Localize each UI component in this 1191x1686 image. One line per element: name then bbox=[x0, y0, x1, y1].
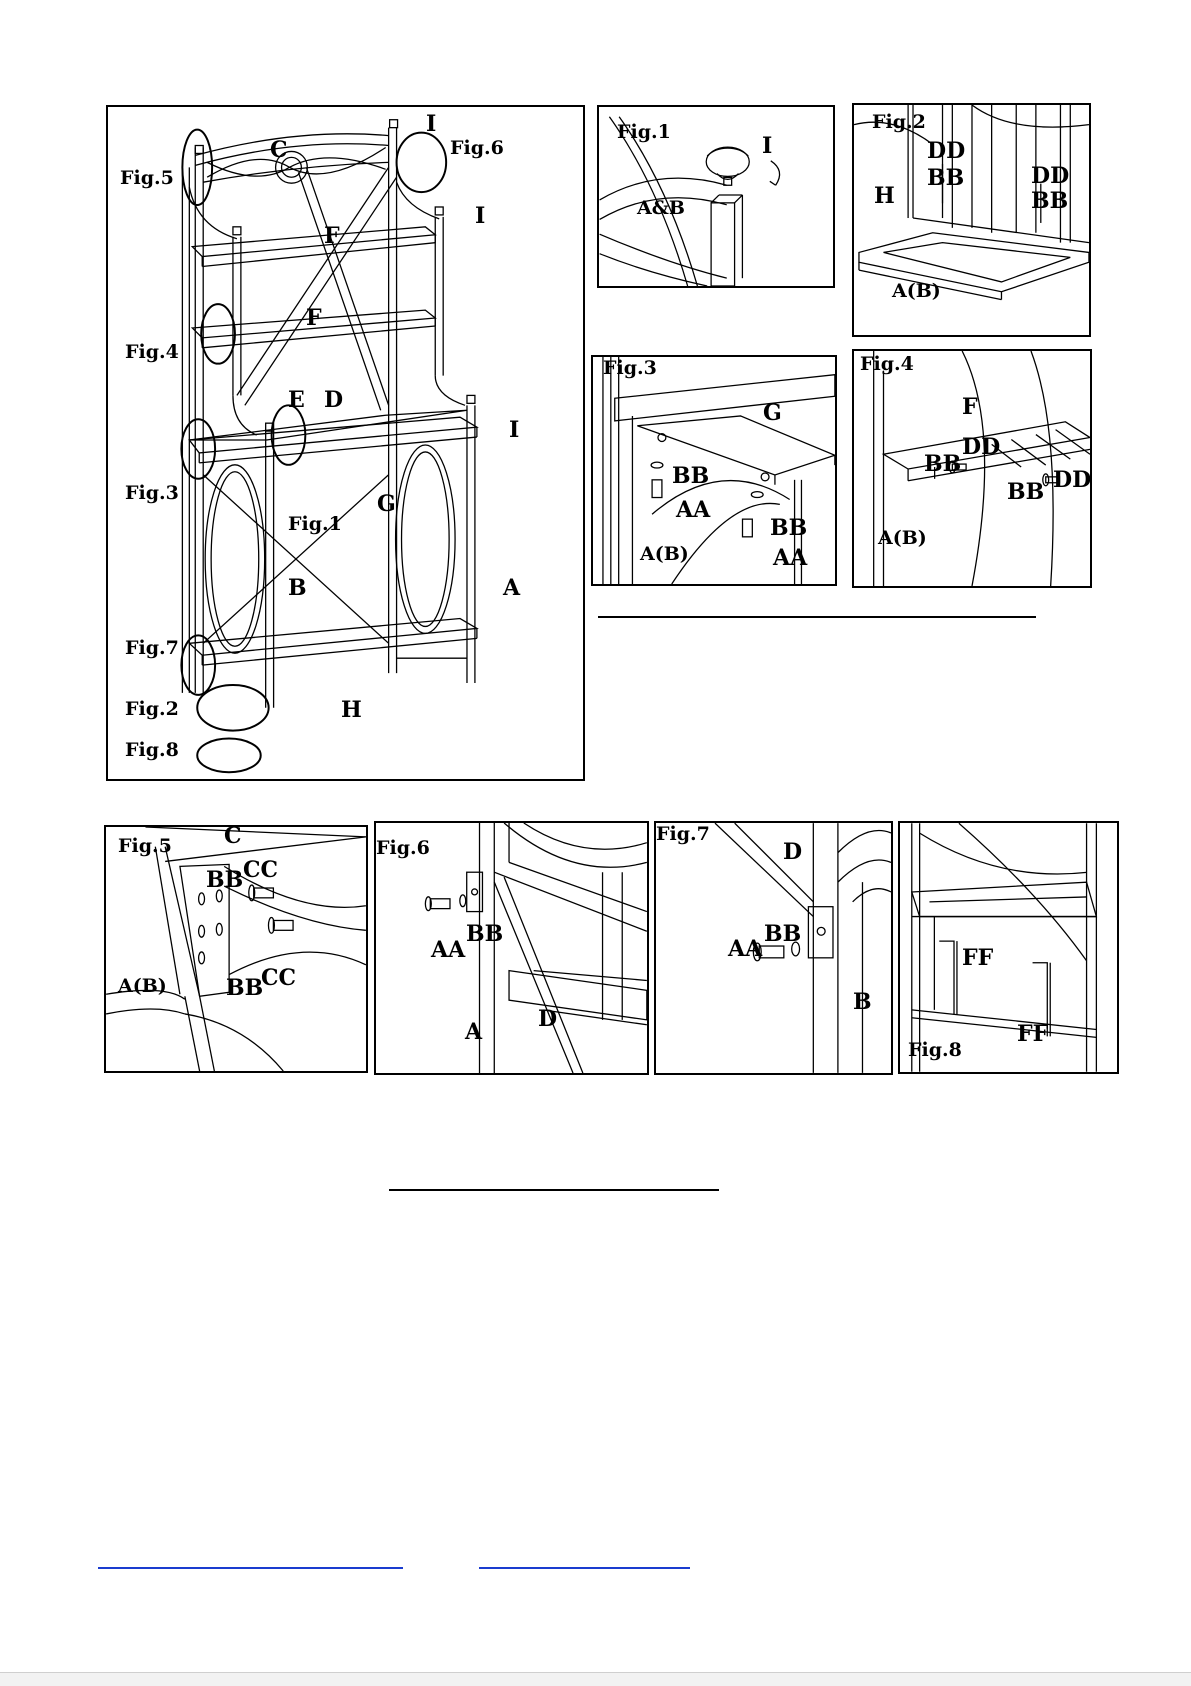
fig5-label-cc1: CC bbox=[243, 859, 278, 881]
label-a: A bbox=[503, 577, 520, 599]
fig7-label-d: D bbox=[783, 841, 802, 863]
fig3-label-aa2: AA bbox=[773, 547, 807, 569]
fig1-panel: Fig.1 I A&B bbox=[597, 105, 835, 288]
label-h: H bbox=[341, 699, 362, 721]
label-fig1: Fig.1 bbox=[288, 515, 342, 534]
fig3-panel: Fig.3 G BB AA BB AA A(B) bbox=[591, 355, 837, 586]
fig3-label-ab: A(B) bbox=[640, 545, 689, 564]
fig2-panel: Fig.2 DD BB DD BB H A(B) bbox=[852, 103, 1091, 337]
fig5-label-bb1: BB bbox=[206, 869, 243, 891]
fig4-panel: Fig.4 F DD BB BB DD A(B) bbox=[852, 349, 1092, 588]
fig7-drawing bbox=[656, 823, 891, 1073]
label-fig6: Fig.6 bbox=[450, 139, 504, 158]
label-d: D bbox=[324, 389, 343, 411]
fig6-panel: Fig.6 BB AA A D bbox=[374, 821, 649, 1075]
fig8-title: Fig.8 bbox=[908, 1041, 962, 1060]
fig7-label-bb: BB bbox=[764, 923, 801, 945]
label-f-lower: F bbox=[306, 307, 322, 329]
label-fig2: Fig.2 bbox=[125, 700, 179, 719]
fig4-label-ab: A(B) bbox=[878, 529, 927, 548]
fig7-label-aa: AA bbox=[728, 938, 762, 960]
label-c: C bbox=[270, 139, 288, 161]
label-fig3: Fig.3 bbox=[125, 484, 179, 503]
fig2-label-dd1: DD bbox=[927, 140, 965, 162]
fig3-title: Fig.3 bbox=[603, 359, 657, 378]
fig4-label-bb1: BB bbox=[924, 453, 961, 475]
fig2-drawing bbox=[854, 105, 1089, 335]
fig5-label-c: C bbox=[224, 825, 242, 847]
fig3-label-bb2: BB bbox=[770, 517, 807, 539]
label-e: E bbox=[288, 389, 305, 411]
main-assembly-drawing bbox=[108, 107, 583, 779]
label-b: B bbox=[288, 577, 307, 599]
fig8-drawing bbox=[900, 823, 1117, 1072]
fig3-label-g: G bbox=[763, 402, 782, 424]
fig2-label-bb1: BB bbox=[927, 167, 964, 189]
page-bottom-edge bbox=[0, 1672, 1191, 1686]
fig3-label-bb1: BB bbox=[672, 465, 709, 487]
fig5-label-cc2: CC bbox=[261, 967, 296, 989]
fig2-title: Fig.2 bbox=[872, 113, 926, 132]
fig6-title: Fig.6 bbox=[376, 839, 430, 858]
fig5-label-ab: A(B) bbox=[118, 977, 167, 996]
fig6-label-bb: BB bbox=[466, 923, 503, 945]
label-g: G bbox=[377, 493, 396, 515]
section-rule-upper bbox=[598, 616, 1036, 618]
fig7-title: Fig.7 bbox=[656, 825, 710, 844]
fig8-panel: FF FF Fig.8 bbox=[898, 821, 1119, 1074]
label-i-low: I bbox=[509, 419, 519, 441]
fig7-label-b: B bbox=[853, 991, 872, 1013]
fig6-label-d: D bbox=[538, 1008, 557, 1030]
fig4-title: Fig.4 bbox=[860, 355, 914, 374]
main-assembly-view: C I Fig.6 Fig.5 I F Fig.4 F E D I Fig.3 … bbox=[106, 105, 585, 781]
fig5-panel: Fig.5 C BB CC A(B) BB CC bbox=[104, 825, 368, 1073]
fig2-label-h: H bbox=[874, 185, 895, 207]
hyperlink-underline-right[interactable] bbox=[479, 1567, 690, 1569]
fig4-label-dd1: DD bbox=[962, 436, 1000, 458]
fig2-label-dd2: DD bbox=[1031, 165, 1069, 187]
fig7-panel: Fig.7 D BB AA B bbox=[654, 821, 893, 1075]
fig1-label-i: I bbox=[762, 135, 772, 157]
fig4-label-dd2: DD bbox=[1053, 469, 1091, 491]
fig2-label-ab: A(B) bbox=[892, 282, 941, 301]
fig2-label-bb2: BB bbox=[1031, 190, 1068, 212]
fig8-label-ff1: FF bbox=[962, 947, 993, 969]
label-fig8: Fig.8 bbox=[125, 741, 179, 760]
label-i-top: I bbox=[426, 113, 436, 135]
fig8-label-ff2: FF bbox=[1017, 1023, 1048, 1045]
fig5-label-bb2: BB bbox=[226, 977, 263, 999]
fig5-title: Fig.5 bbox=[118, 837, 172, 856]
hyperlink-underline-left[interactable] bbox=[98, 1567, 403, 1569]
fig6-label-a: A bbox=[465, 1021, 482, 1043]
label-fig4: Fig.4 bbox=[125, 343, 179, 362]
label-fig7: Fig.7 bbox=[125, 639, 179, 658]
fig5-drawing bbox=[106, 827, 366, 1071]
label-f-upper: F bbox=[324, 225, 340, 247]
fig1-label-ab: A&B bbox=[637, 199, 685, 218]
label-fig5: Fig.5 bbox=[120, 169, 174, 188]
label-i-mid: I bbox=[475, 205, 485, 227]
fig4-label-bb2: BB bbox=[1007, 481, 1044, 503]
fig6-label-aa: AA bbox=[431, 939, 465, 961]
section-rule-lower bbox=[389, 1189, 719, 1191]
fig3-label-aa1: AA bbox=[676, 499, 710, 521]
fig1-title: Fig.1 bbox=[617, 123, 671, 142]
fig6-drawing bbox=[376, 823, 647, 1073]
fig4-label-f: F bbox=[962, 396, 978, 418]
